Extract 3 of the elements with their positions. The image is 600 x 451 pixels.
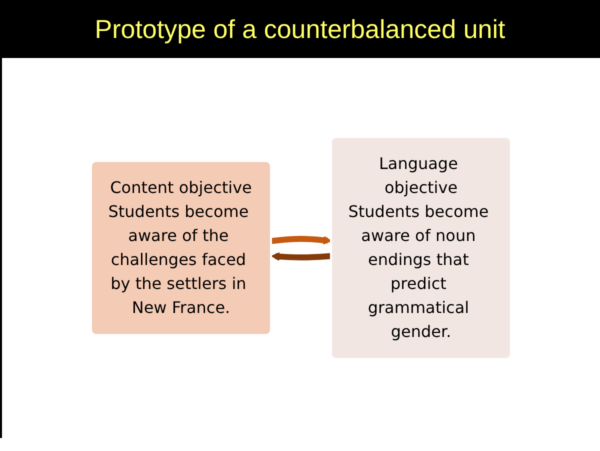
title-banner: Prototype of a counterbalanced unit bbox=[0, 0, 600, 58]
arrow bbox=[271, 236, 332, 245]
arrow bbox=[271, 252, 332, 261]
